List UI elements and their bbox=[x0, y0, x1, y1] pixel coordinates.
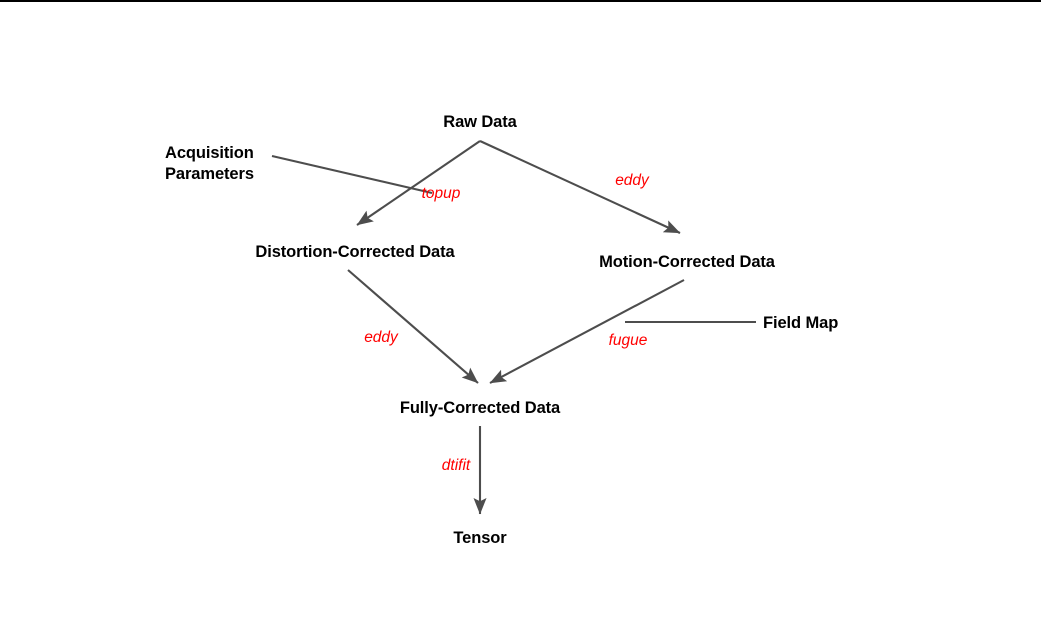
edge-label-fugue: fugue bbox=[608, 332, 648, 349]
edge-motion-to-fully bbox=[489, 279, 685, 384]
edge-raw-to-distortion bbox=[356, 140, 481, 226]
edge-label-topup: topup bbox=[421, 185, 461, 202]
edge-label-dtifit: dtifit bbox=[441, 457, 471, 474]
edge-label-eddy-raw-to-motion: eddy bbox=[615, 172, 649, 189]
node-field-map: Field Map bbox=[763, 314, 839, 332]
edge-distortion-to-fully bbox=[347, 269, 479, 384]
node-acquisition-parameters: Acquisition Parameters bbox=[165, 144, 254, 184]
edge-raw-to-motion bbox=[479, 140, 681, 234]
node-raw-data: Raw Data bbox=[443, 113, 517, 131]
edge-label-eddy-distortion-to-fully: eddy bbox=[364, 329, 398, 346]
node-motion-corrected-data: Motion-Corrected Data bbox=[599, 253, 775, 271]
node-distortion-corrected-data: Distortion-Corrected Data bbox=[255, 243, 455, 261]
node-tensor: Tensor bbox=[453, 529, 507, 547]
edge-acqparams-to-topup bbox=[271, 154, 433, 195]
node-fully-corrected-data: Fully-Corrected Data bbox=[399, 399, 561, 417]
